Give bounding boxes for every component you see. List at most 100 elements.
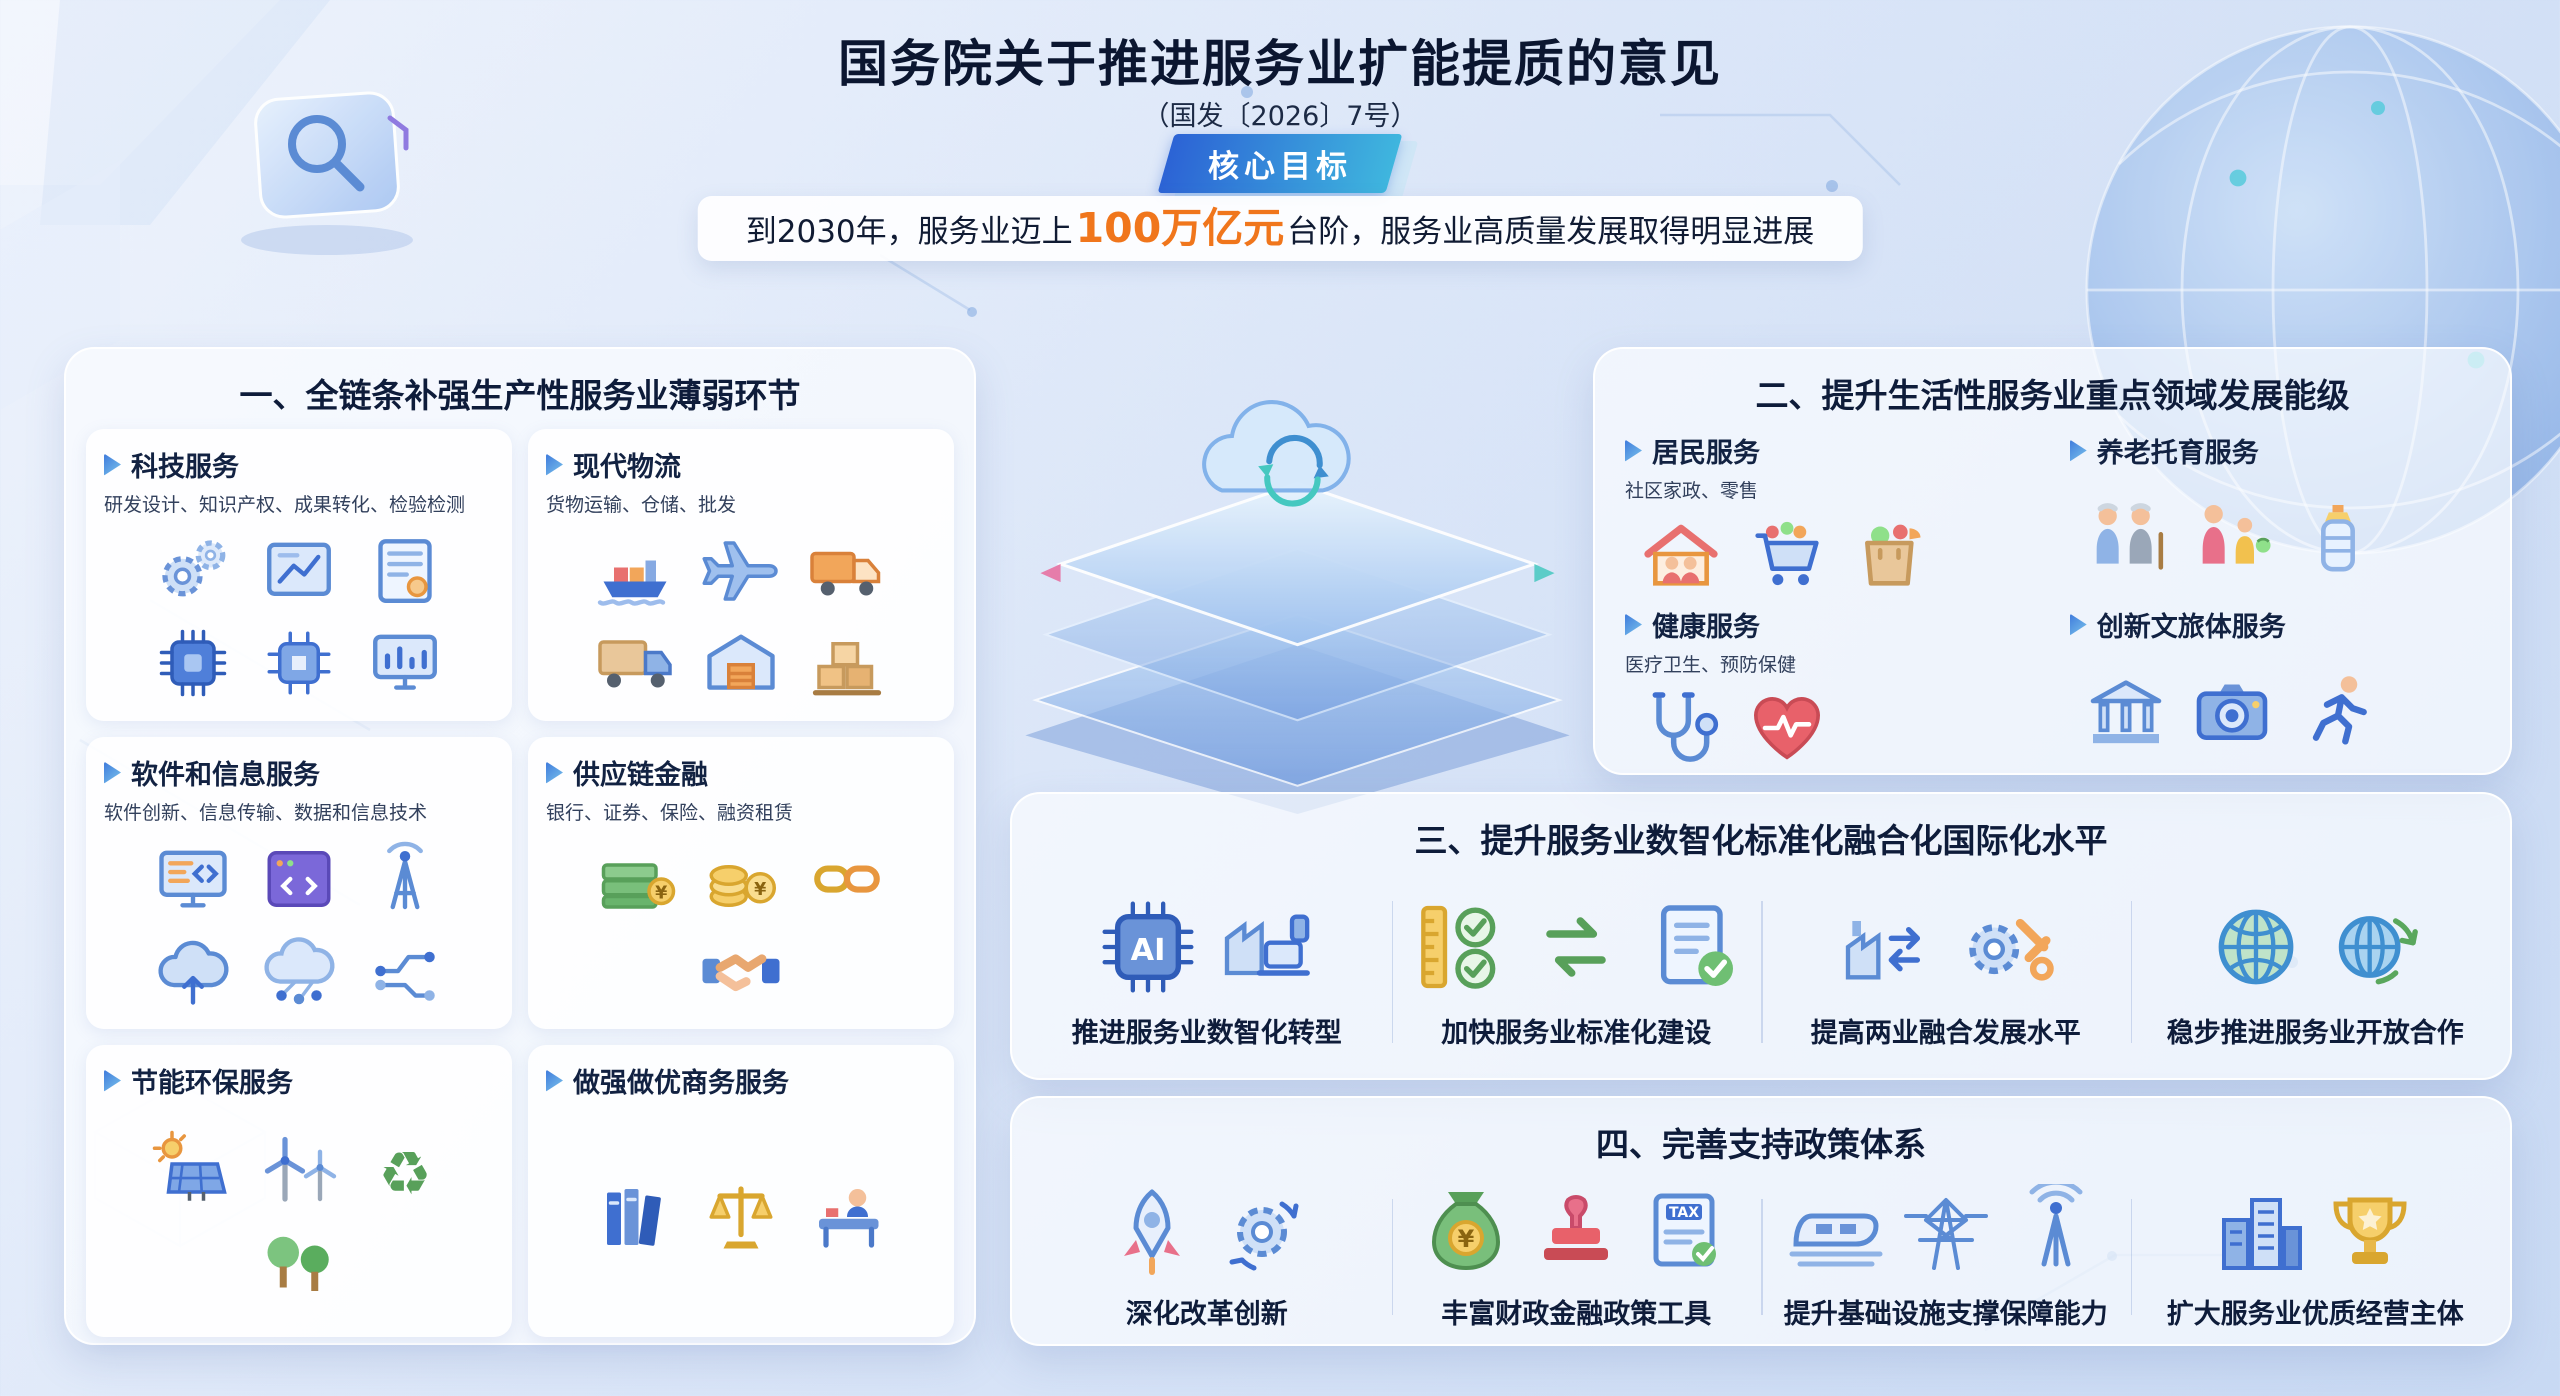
arrow-marker-icon [104,761,121,784]
recycle-icon: ♻ [363,1129,447,1213]
camera-icon [2188,668,2276,756]
item-quality-entities: 扩大服务业优质经营主体 [2130,1172,2501,1342]
card-icons [546,1100,936,1327]
pallet-icon [805,621,889,705]
certificate-icon [363,529,447,613]
museum-icon [2082,668,2170,756]
section1-cards: 科技服务 研发设计、知识产权、成果转化、检验检测 现代物流 货物运输、仓储、批发… [86,429,954,1337]
item-reform-innovation: 深化改革创新 [1022,1172,1392,1342]
wind-turbine-icon [257,1129,341,1213]
sync-arrows-icon [1524,895,1628,999]
chain-icon [805,837,889,921]
card-software-info-services: 软件和信息服务 软件创新、信息传输、数据和信息技术 [86,737,512,1029]
card-tech-services: 科技服务 研发设计、知识产权、成果转化、检验检测 [86,429,512,721]
coins-icon: ¥ [699,837,783,921]
arrow-marker-icon [546,453,563,476]
card-icons [546,517,936,711]
svg-text:♻: ♻ [378,1139,431,1208]
card-desc: 银行、证券、保险、融资租赁 [546,802,794,824]
shopping-cart-icon [1743,510,1831,598]
arrow-marker-icon [104,1069,121,1092]
magnifier-cube-decoration [241,91,413,255]
ruler-check-icon [1406,895,1510,999]
goal-statement: 到2030年，服务业迈上 100万亿元 台阶，服务业高质量发展取得明显进展 [697,196,1863,261]
baby-bottle-icon [2294,494,2382,582]
svg-text:¥: ¥ [655,883,667,903]
center-3d-illustration [985,312,1610,815]
item-label: 深化改革创新 [1125,1298,1288,1330]
section3-title: 三、提升服务业数智化标准化融合化国际化水平 [1414,821,2108,860]
gear-wrench-icon [1953,895,2057,999]
heart-ecg-icon [1743,684,1831,772]
family-house-icon [1637,510,1725,598]
section3-items: AI 推进服务业数智化转型 加快服务业标准化建设 提高两业融合发展水平 稳步推进… [1022,868,2500,1076]
cloud-upload-icon [151,929,235,1013]
warehouse-icon [699,621,783,705]
item-culture-tourism-sports-services: 创新文旅体服务 [2064,599,2486,773]
section4-items: 深化改革创新 ¥TAX 丰富财政金融政策工具 提升基础设施支撑保障能力 扩大服务… [1022,1172,2500,1342]
monitor-code-icon [151,837,235,921]
item-fiscal-financial-tools: ¥TAX 丰富财政金融政策工具 [1391,1172,1762,1342]
arrow-marker-icon [546,1069,563,1092]
scales-icon [699,1175,783,1259]
item-title: 健康服务 [1652,612,1760,643]
arrow-marker-icon [104,453,121,476]
item-icons [2204,895,2426,999]
globe-exchange-icon [2322,895,2426,999]
card-desc: 软件创新、信息传输、数据和信息技术 [104,802,428,824]
card-energy-env-services: 节能环保服务 ♻ [86,1045,512,1337]
childcare-icon [2188,494,2276,582]
card-icons: ¥¥ [546,825,936,1019]
card-title: 节能环保服务 [131,1068,293,1099]
handshake-icon [699,929,783,1013]
item-desc: 医疗卫生、预防保健 [1625,654,1797,676]
factory-fusion-icon [1835,895,1939,999]
item-label: 稳步推进服务业开放合作 [2166,1017,2464,1049]
runner-icon [2294,668,2382,756]
item-icons [1625,503,2044,599]
item-infrastructure-support: 提升基础设施支撑保障能力 [1761,1172,2131,1342]
section-digital-standard-international: 三、提升服务业数智化标准化融合化国际化水平 AI 推进服务业数智化转型 加快服务… [1010,792,2512,1080]
item-title: 创新文旅体服务 [2096,612,2286,643]
item-icons [1625,677,2044,773]
item-icons [2070,644,2480,773]
svg-text:¥: ¥ [1458,1225,1475,1253]
arrow-marker-icon [2069,613,2087,636]
item-label: 扩大服务业优质经营主体 [2166,1298,2464,1330]
core-goal-badge: 核心目标 [1166,134,1394,193]
item-resident-services: 居民服务 社区家政、零售 [1619,425,2050,599]
item-desc: 社区家政、零售 [1625,480,1759,502]
item-icons [2212,1184,2418,1280]
grocery-bag-icon [1849,510,1937,598]
digital-factory-icon [1214,895,1318,999]
chip-icon [151,621,235,705]
item-icons [1406,895,1746,999]
item-health-services: 健康服务 医疗卫生、预防保健 [1619,599,2050,773]
card-modern-logistics: 现代物流 货物运输、仓储、批发 [528,429,954,721]
item-title: 居民服务 [1652,438,1760,469]
card-title: 做强做优商务服务 [573,1068,789,1099]
monitor-chart-icon [363,621,447,705]
item-label: 提升基础设施支撑保障能力 [1783,1298,2108,1330]
solar-panel-icon [151,1129,235,1213]
item-title: 养老托育服务 [2096,438,2259,469]
item-standardization: 加快服务业标准化建设 [1391,868,1762,1076]
money-bag-icon: ¥ [1418,1184,1514,1280]
section4-title: 四、完善支持政策体系 [1596,1125,1926,1164]
circuit-icon [363,929,447,1013]
section-productive-services: 一、全链条补强生产性服务业薄弱环节 科技服务 研发设计、知识产权、成果转化、检验… [64,347,976,1345]
arrow-marker-icon [1625,439,1642,462]
antenna-icon [363,837,447,921]
item-icons [1104,1184,1310,1280]
books-icon [593,1175,677,1259]
card-desc: 货物运输、仓储、批发 [546,494,737,516]
page-title: 国务院关于推进服务业扩能提质的意见 [838,35,1722,93]
card-title: 供应链金融 [573,760,708,791]
item-icons: AI [1096,895,1318,999]
elderly-care-icon [2082,494,2170,582]
card-supply-chain-finance: 供应链金融 银行、证券、保险、融资租赁 ¥¥ [528,737,954,1029]
item-elder-childcare-services: 养老托育服务 [2064,425,2486,599]
item-opening-cooperation: 稳步推进服务业开放合作 [2130,868,2501,1076]
card-title: 现代物流 [573,452,681,483]
arrow-marker-icon [546,761,563,784]
